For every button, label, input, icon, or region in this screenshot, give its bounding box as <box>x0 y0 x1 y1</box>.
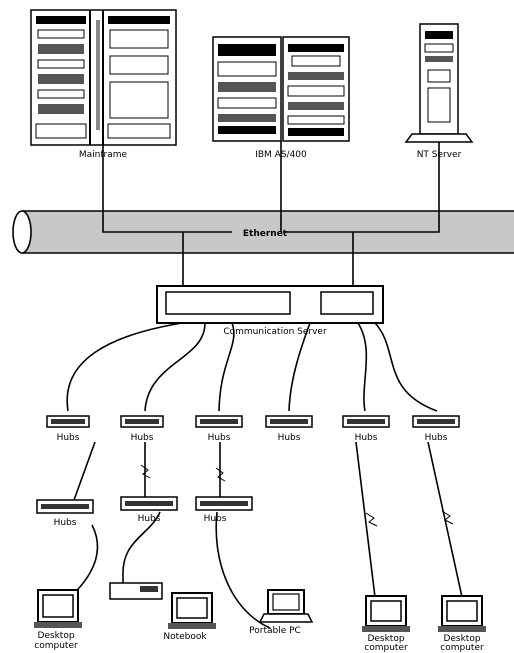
communication-server-label: Communication Server <box>223 327 327 337</box>
communication-server: Communication Server <box>157 286 383 337</box>
nt-server: NT Server <box>406 24 472 160</box>
desktop-computer-3: Desktop computer <box>438 596 486 653</box>
desktop-1-label-1: Desktop <box>37 631 74 641</box>
hub-1: Hubs <box>47 416 89 443</box>
ethernet-label: Ethernet <box>243 229 288 239</box>
notebook-label: Notebook <box>163 632 207 642</box>
printer-device <box>110 583 162 599</box>
hub-9: Hubs <box>196 497 252 524</box>
hub-8-label: Hubs <box>138 514 161 524</box>
hub-2: Hubs <box>121 416 163 443</box>
desktop-1-label-2: computer <box>34 641 78 651</box>
hub-6: Hubs <box>413 416 459 443</box>
hub-6-label: Hubs <box>425 433 448 443</box>
hub-3: Hubs <box>196 416 242 443</box>
hub-8: Hubs <box>121 497 177 524</box>
mainframe-server: Mainframe <box>31 10 176 160</box>
desktop-computer-1: Desktop computer <box>34 590 82 651</box>
hub-7-label: Hubs <box>54 518 77 528</box>
portable-pc: Portable PC <box>249 590 312 636</box>
notebook-computer: Notebook <box>163 593 216 642</box>
hub-4-label: Hubs <box>278 433 301 443</box>
hub-1-label: Hubs <box>57 433 80 443</box>
hub-4: Hubs <box>266 416 312 443</box>
hub-2-label: Hubs <box>131 433 154 443</box>
hub-7: Hubs <box>37 500 93 528</box>
desktop-3-label-2: computer <box>440 643 484 653</box>
hub-3-label: Hubs <box>208 433 231 443</box>
hub-9-label: Hubs <box>204 514 227 524</box>
device-cables <box>58 512 270 628</box>
portable-pc-label: Portable PC <box>249 626 301 636</box>
hub-5-label: Hubs <box>355 433 378 443</box>
hub-5: Hubs <box>343 416 389 443</box>
desktop-2-label-2: computer <box>364 643 408 653</box>
hub-cables <box>74 442 462 597</box>
ethernet-cable: Ethernet <box>13 141 514 286</box>
desktop-computer-2: Desktop computer <box>362 596 410 653</box>
